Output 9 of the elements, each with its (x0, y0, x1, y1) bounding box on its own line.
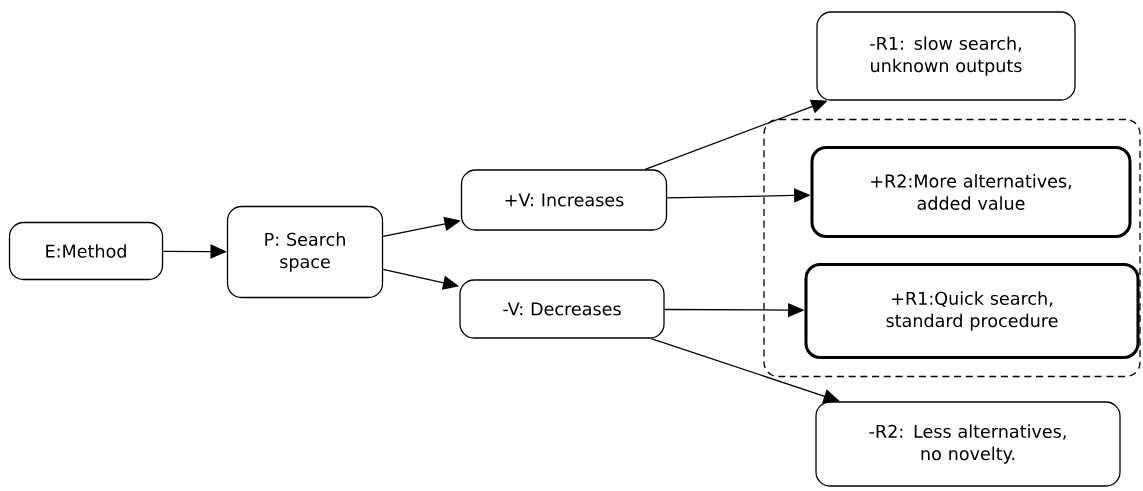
result-box: +R1:Quick search, standard procedure (804, 262, 1140, 359)
process-box: E:Method (8, 221, 164, 281)
group-frame (763, 118, 1141, 378)
process-box: +V: Increases (460, 169, 668, 231)
process-box: -V: Decreases (459, 279, 665, 339)
result-box: +R2:More alternatives, added value (810, 145, 1132, 238)
process-box: P: Search space (226, 205, 384, 299)
process-box: -R2: Less alternatives, no novelty. (815, 401, 1121, 487)
process-box: -R1: slow search, unknown outputs (816, 11, 1076, 101)
